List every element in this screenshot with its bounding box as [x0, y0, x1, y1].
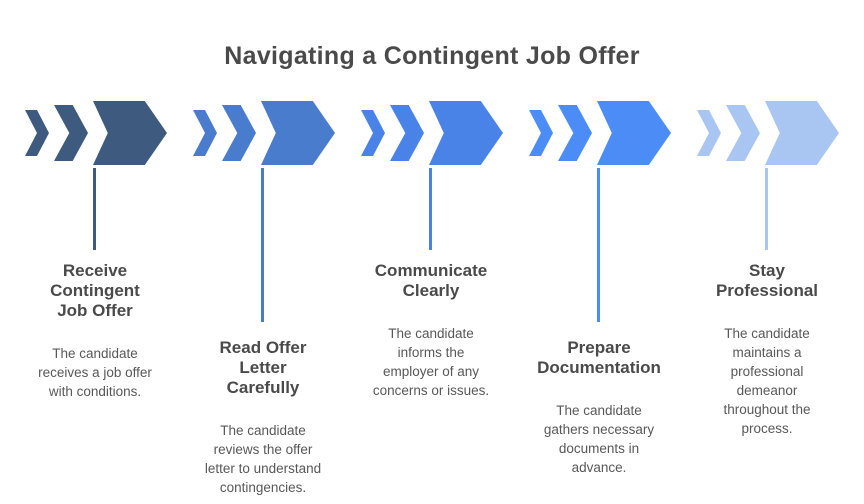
step-receive-contingent-job-offer: Receive Contingent Job Offer The candida… [20, 101, 170, 501]
step-description: The candidate maintains a professional d… [723, 326, 811, 436]
chevron-medium-icon [558, 105, 592, 161]
step-title: Communicate Clearly [374, 261, 488, 300]
chevron-medium-icon [54, 105, 88, 161]
connector-line [261, 168, 264, 322]
chevron-small-icon [529, 110, 553, 156]
step-description: The candidate informs the employer of an… [372, 326, 490, 398]
step-label: Stay Professional The candidate maintain… [692, 261, 842, 438]
step-description: The candidate reviews the offer letter t… [204, 423, 322, 495]
step-label: Receive Contingent Job Offer The candida… [20, 261, 170, 401]
arrow-right-icon [429, 101, 503, 165]
step-prepare-documentation: Prepare Documentation The candidate gath… [524, 101, 674, 501]
chevron-arrow-group [529, 101, 671, 165]
chevron-arrow-group [697, 101, 839, 165]
chevron-small-icon [361, 110, 385, 156]
step-title: Stay Professional [715, 261, 819, 300]
chevron-medium-icon [390, 105, 424, 161]
chevron-medium-icon [222, 105, 256, 161]
chevron-small-icon [25, 110, 49, 156]
step-read-offer-letter-carefully: Read Offer Letter Carefully The candidat… [188, 101, 338, 501]
step-label: Prepare Documentation The candidate gath… [524, 338, 674, 477]
connector-line [93, 168, 96, 250]
chevron-arrow-group [193, 101, 335, 165]
connector-line [765, 168, 768, 250]
step-title: Receive Contingent Job Offer [50, 261, 140, 320]
arrow-right-icon [765, 101, 839, 165]
chevron-small-icon [697, 110, 721, 156]
arrow-right-icon [261, 101, 335, 165]
chevron-arrow-group [361, 101, 503, 165]
chevron-medium-icon [726, 105, 760, 161]
step-title: Read Offer Letter Carefully [219, 338, 307, 397]
step-title: Prepare Documentation [537, 338, 661, 377]
connector-line [597, 168, 600, 322]
chevron-arrow-group [25, 101, 167, 165]
step-description: The candidate receives a job offer with … [38, 346, 152, 399]
arrow-right-icon [597, 101, 671, 165]
step-description: The candidate gathers necessary document… [543, 403, 655, 475]
arrow-right-icon [93, 101, 167, 165]
step-communicate-clearly: Communicate Clearly The candidate inform… [356, 101, 506, 501]
chevron-small-icon [193, 110, 217, 156]
connector-line [429, 168, 432, 250]
step-stay-professional: Stay Professional The candidate maintain… [692, 101, 842, 501]
step-label: Read Offer Letter Carefully The candidat… [188, 338, 338, 497]
step-label: Communicate Clearly The candidate inform… [356, 261, 506, 400]
page-title: Navigating a Contingent Job Offer [224, 42, 640, 70]
